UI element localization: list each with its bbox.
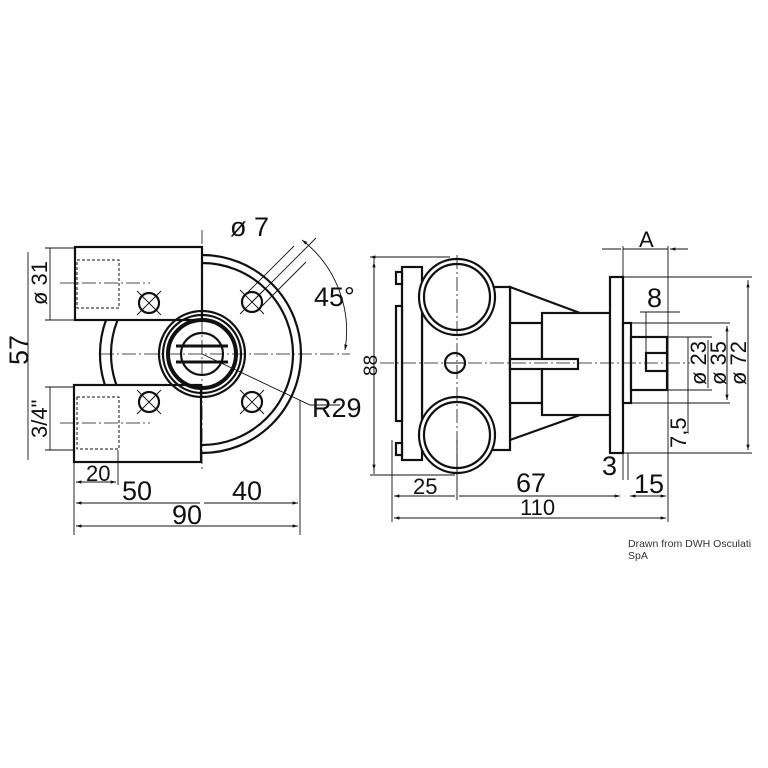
dim-25: 25 xyxy=(413,474,437,499)
dim-110: 110 xyxy=(520,495,555,520)
dim-left: 50 xyxy=(122,476,152,506)
dim-d23: ø 23 xyxy=(686,341,711,385)
dim-height-57: 57 xyxy=(4,335,34,365)
dim-port-dia: ø 31 xyxy=(27,261,52,305)
dim-a: A xyxy=(639,227,654,252)
dim-height-88: 88 xyxy=(361,355,382,376)
credit-text: Drawn from DWH Osculati SpA xyxy=(628,538,752,562)
dim-15: 15 xyxy=(634,469,664,499)
dim-port-length: 20 xyxy=(86,461,110,486)
dim-67: 67 xyxy=(516,468,546,498)
dim-width: 90 xyxy=(172,500,202,530)
dim-3: 3 xyxy=(602,451,617,481)
dim-d72: ø 72 xyxy=(726,341,751,385)
dim-thread: 3/4" xyxy=(27,400,52,438)
dim-radius: R29 xyxy=(312,393,362,423)
dim-angle: 45° xyxy=(314,282,355,312)
dim-7-5: 7,5 xyxy=(666,417,691,448)
dim-key: 8 xyxy=(647,283,662,313)
dim-d35: ø 35 xyxy=(706,341,731,385)
mount-flange xyxy=(608,275,625,455)
front-view: 57 ø 31 3/4" 20 50 40 90 ø 7 45° R29 xyxy=(4,212,362,535)
dim-hole-dia: ø 7 xyxy=(230,212,269,242)
dim-right: 40 xyxy=(232,476,262,506)
outlet-port xyxy=(73,245,204,322)
side-view: 88 A 8 ø 23 ø 35 ø 72 7,5 3 15 25 67 110 xyxy=(361,227,752,522)
